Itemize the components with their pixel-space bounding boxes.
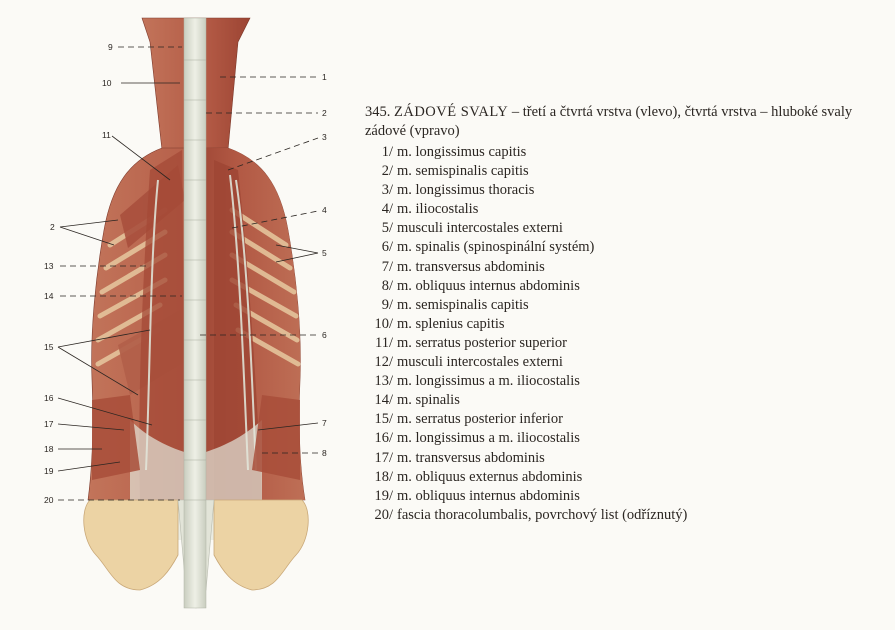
legend-text: musculi intercostales externi — [397, 220, 563, 237]
legend-text: m. semispinalis capitis — [397, 296, 529, 313]
spinal-column — [183, 17, 207, 609]
legend-number: 5/ — [381, 220, 393, 237]
legend-item: 12/musculi intercostales externi — [371, 353, 885, 372]
legend-number: 4/ — [381, 201, 393, 218]
legend-item: 19/m. obliquus internus abdominis — [371, 487, 885, 506]
legend-item: 17/m. transversus abdominis — [371, 449, 885, 468]
callout-1: 1 — [322, 72, 327, 82]
legend-number: 18/ — [374, 468, 393, 485]
callout-4: 4 — [322, 205, 327, 215]
callout-labels: 9 10 11 2 13 14 15 16 17 18 19 20 — [44, 42, 327, 505]
legend-text: fascia thoracolumbalis, povrchový list (… — [397, 506, 688, 523]
legend-number: 3/ — [381, 182, 393, 199]
legend-item: 11/m. serratus posterior superior — [371, 334, 885, 353]
callout-19: 19 — [44, 466, 54, 476]
legend-text: m. spinalis — [397, 392, 460, 409]
legend-text: m. longissimus thoracis — [397, 182, 535, 199]
legend-text: m. transversus abdominis — [397, 258, 545, 275]
callout-2-left: 2 — [50, 222, 55, 232]
legend-text: m. semispinalis capitis — [397, 163, 529, 180]
pelvis-right — [213, 499, 309, 591]
legend-text: m. splenius capitis — [397, 315, 505, 332]
legend-number: 17/ — [374, 449, 393, 466]
callout-15: 15 — [44, 342, 54, 352]
right-oblique-muscles — [252, 395, 300, 480]
callout-11: 11 — [102, 130, 111, 140]
legend-text: m. iliocostalis — [397, 201, 479, 218]
legend-number: 12/ — [374, 354, 393, 371]
callout-14: 14 — [44, 291, 54, 301]
legend-text: m. obliquus internus abdominis — [397, 277, 580, 294]
figure-number: 345. — [365, 104, 391, 120]
callout-8: 8 — [322, 448, 327, 458]
back-muscles-illustration: 9 10 11 2 13 14 15 16 17 18 19 20 — [44, 17, 327, 609]
legend-text: m. longissimus a m. iliocostalis — [397, 430, 580, 447]
legend-number: 2/ — [381, 163, 393, 180]
legend-number: 10/ — [374, 315, 393, 332]
legend-item: 5/musculi intercostales externi — [371, 219, 885, 238]
legend-text: m. obliquus externus abdominis — [397, 468, 583, 485]
callout-9: 9 — [108, 42, 113, 52]
legend-number: 16/ — [374, 430, 393, 447]
pelvis-left — [83, 499, 179, 591]
legend-text: m. transversus abdominis — [397, 449, 545, 466]
callout-16: 16 — [44, 393, 54, 403]
legend-item: 2/m. semispinalis capitis — [371, 162, 885, 181]
legend-number: 9/ — [381, 296, 393, 313]
left-erector-column — [139, 150, 186, 500]
legend-item: 20/fascia thoracolumbalis, povrchový lis… — [371, 506, 885, 525]
legend-item: 1/m. longissimus capitis — [371, 143, 885, 162]
figure-caption: 345. ZÁDOVÉ SVALY – třetí a čtvrtá vrstv… — [365, 103, 885, 525]
legend-item: 4/m. iliocostalis — [371, 200, 885, 219]
legend-text: m. serratus posterior superior — [397, 334, 567, 351]
figure-description: – třetí a čtvrtá vrstva (vlevo), čtvrtá … — [365, 104, 853, 139]
caption-heading: 345. ZÁDOVÉ SVALY – třetí a čtvrtá vrstv… — [365, 103, 885, 141]
callout-6: 6 — [322, 330, 327, 340]
legend-text: m. serratus posterior inferior — [397, 411, 563, 428]
right-erector-column — [214, 160, 262, 500]
callout-20: 20 — [44, 495, 54, 505]
legend-item: 18/m. obliquus externus abdominis — [371, 468, 885, 487]
legend-item: 16/m. longissimus a m. iliocostalis — [371, 429, 885, 448]
legend-text: m. longissimus capitis — [397, 144, 527, 160]
legend-number: 1/ — [381, 144, 393, 160]
legend-number: 11/ — [375, 334, 393, 351]
callout-7: 7 — [322, 418, 327, 428]
legend-item: 9/m. semispinalis capitis — [371, 296, 885, 315]
callout-13: 13 — [44, 261, 54, 271]
callout-3: 3 — [322, 132, 327, 142]
legend-number: 19/ — [374, 487, 393, 504]
legend-number: 7/ — [381, 258, 393, 275]
legend-number: 20/ — [374, 506, 393, 523]
legend-number: 8/ — [381, 277, 393, 294]
legend-number: 6/ — [381, 239, 393, 256]
legend-item: 13/m. longissimus a m. iliocostalis — [371, 372, 885, 391]
callout-18: 18 — [44, 444, 54, 454]
legend-text: m. obliquus internus abdominis — [397, 487, 580, 504]
legend-item: 14/m. spinalis — [371, 391, 885, 410]
legend-number: 15/ — [374, 411, 393, 428]
legend-number: 13/ — [374, 373, 393, 390]
legend-number: 14/ — [374, 392, 393, 409]
legend-text: musculi intercostales externi — [397, 354, 563, 371]
legend-item: 10/m. splenius capitis — [371, 315, 885, 334]
legend-item: 15/m. serratus posterior inferior — [371, 410, 885, 429]
callout-5: 5 — [322, 248, 327, 258]
legend-text: m. longissimus a m. iliocostalis — [397, 373, 580, 390]
legend-item: 3/m. longissimus thoracis — [371, 181, 885, 200]
callout-17: 17 — [44, 419, 54, 429]
left-oblique-muscles — [92, 395, 140, 480]
legend-item: 7/m. transversus abdominis — [371, 258, 885, 277]
figure-title: ZÁDOVÉ SVALY — [394, 104, 509, 120]
legend-item: 6/m. spinalis (spinospinální systém) — [371, 238, 885, 257]
legend-item: 8/m. obliquus internus abdominis — [371, 277, 885, 296]
callout-10: 10 — [102, 78, 112, 88]
callout-2: 2 — [322, 108, 327, 118]
legend-text: m. spinalis (spinospinální systém) — [397, 239, 595, 256]
